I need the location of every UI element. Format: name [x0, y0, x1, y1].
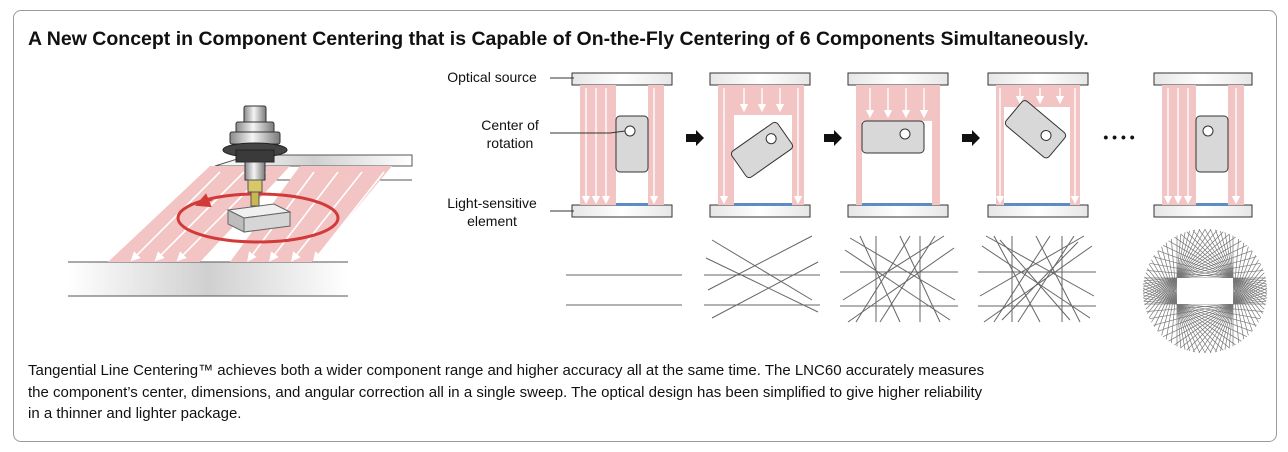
tangent-plots [566, 235, 1096, 323]
arrow-right-icon [824, 130, 842, 146]
tangent-line [1142, 291, 1253, 332]
optical-source-label: Optical source [447, 69, 537, 85]
tangent-plot-5 [1142, 228, 1268, 354]
tangent-line [1224, 232, 1245, 340]
tangent-line [1142, 250, 1253, 291]
tangent-line [1168, 240, 1267, 298]
tangent-line [1180, 233, 1266, 306]
step-panel-3 [847, 72, 949, 218]
tangent-line [1149, 262, 1267, 285]
tangent-line [1143, 236, 1236, 302]
tangent-line [1162, 245, 1268, 295]
step-panel-2 [709, 72, 811, 218]
tangent-plot-4 [978, 235, 1096, 323]
tangent-line [1162, 287, 1268, 337]
tangent-line [1143, 297, 1261, 320]
tangent-line [1161, 230, 1190, 336]
tangent-plot-1 [566, 274, 682, 306]
tangent-line [1174, 280, 1267, 346]
nozzle-icon [222, 105, 288, 207]
tangent-line [1192, 229, 1264, 314]
tangent-plot-2 [704, 235, 820, 319]
tangent-line [1143, 280, 1236, 346]
tangent-line [1148, 263, 1212, 353]
tangent-line [1170, 233, 1182, 344]
arrow-right-icon [962, 130, 980, 146]
figure-frame [13, 10, 1277, 442]
tangent-line [1145, 231, 1224, 310]
tangent-line [1174, 236, 1267, 302]
tangent-line [1165, 242, 1186, 350]
tangent-line [1149, 297, 1267, 320]
tangent-line [1228, 233, 1240, 344]
center-of-rotation-label-line1: Center of [481, 117, 539, 133]
ellipsis: • • • • [1103, 129, 1135, 145]
page-title: A New Concept in Component Centering tha… [28, 28, 1089, 50]
tangent-line [1157, 250, 1268, 291]
description-line-3: in a thinner and lighter package. [28, 405, 242, 422]
tangent-line [1186, 272, 1265, 351]
tangent-line [1143, 262, 1261, 285]
description: Tangential Line Centering™ achieves both… [28, 360, 1264, 425]
light-sensitive-label-line2: element [467, 213, 517, 229]
beam-right [230, 166, 392, 262]
arrow-right-icon [686, 130, 704, 146]
tangent-line [1146, 268, 1218, 353]
tangent-line [1170, 238, 1182, 349]
tangent-line [1142, 245, 1248, 295]
tangent-line [1143, 284, 1242, 342]
tangent-line [1146, 270, 1267, 282]
lower-rail [68, 262, 348, 296]
tangent-line [1143, 294, 1257, 326]
tangent-line [1146, 229, 1218, 314]
tangent-line [1168, 284, 1267, 342]
tangent-line [1143, 300, 1264, 312]
tangent-plot-3 [840, 235, 958, 323]
tangent-line [1144, 276, 1230, 349]
tangent-line [1153, 256, 1267, 288]
step-panel-4 [987, 72, 1089, 218]
tangent-line [1161, 246, 1190, 352]
tangent-line [1142, 287, 1248, 337]
step-panel-5 [1153, 72, 1253, 218]
centering-steps [550, 72, 1253, 218]
tangent-line [1220, 246, 1249, 352]
tangent-line [1198, 229, 1262, 319]
description-line-1: Tangential Line Centering™ achieves both… [28, 362, 985, 379]
light-sensitive-label-line1: Light-sensitive [447, 195, 537, 211]
step-panel-1 [571, 72, 673, 218]
description-line-2: the component’s center, dimensions, and … [28, 383, 983, 401]
tangent-line [1228, 238, 1240, 349]
tangent-line [1143, 240, 1242, 298]
center-of-rotation-label-line2: rotation [486, 135, 534, 151]
tangent-line [1220, 230, 1249, 336]
tangent-line [1186, 231, 1265, 310]
tangent-line [1192, 268, 1264, 353]
tangent-line [1145, 272, 1224, 351]
tangent-line [1157, 291, 1268, 332]
nozzle-illustration [68, 105, 413, 297]
